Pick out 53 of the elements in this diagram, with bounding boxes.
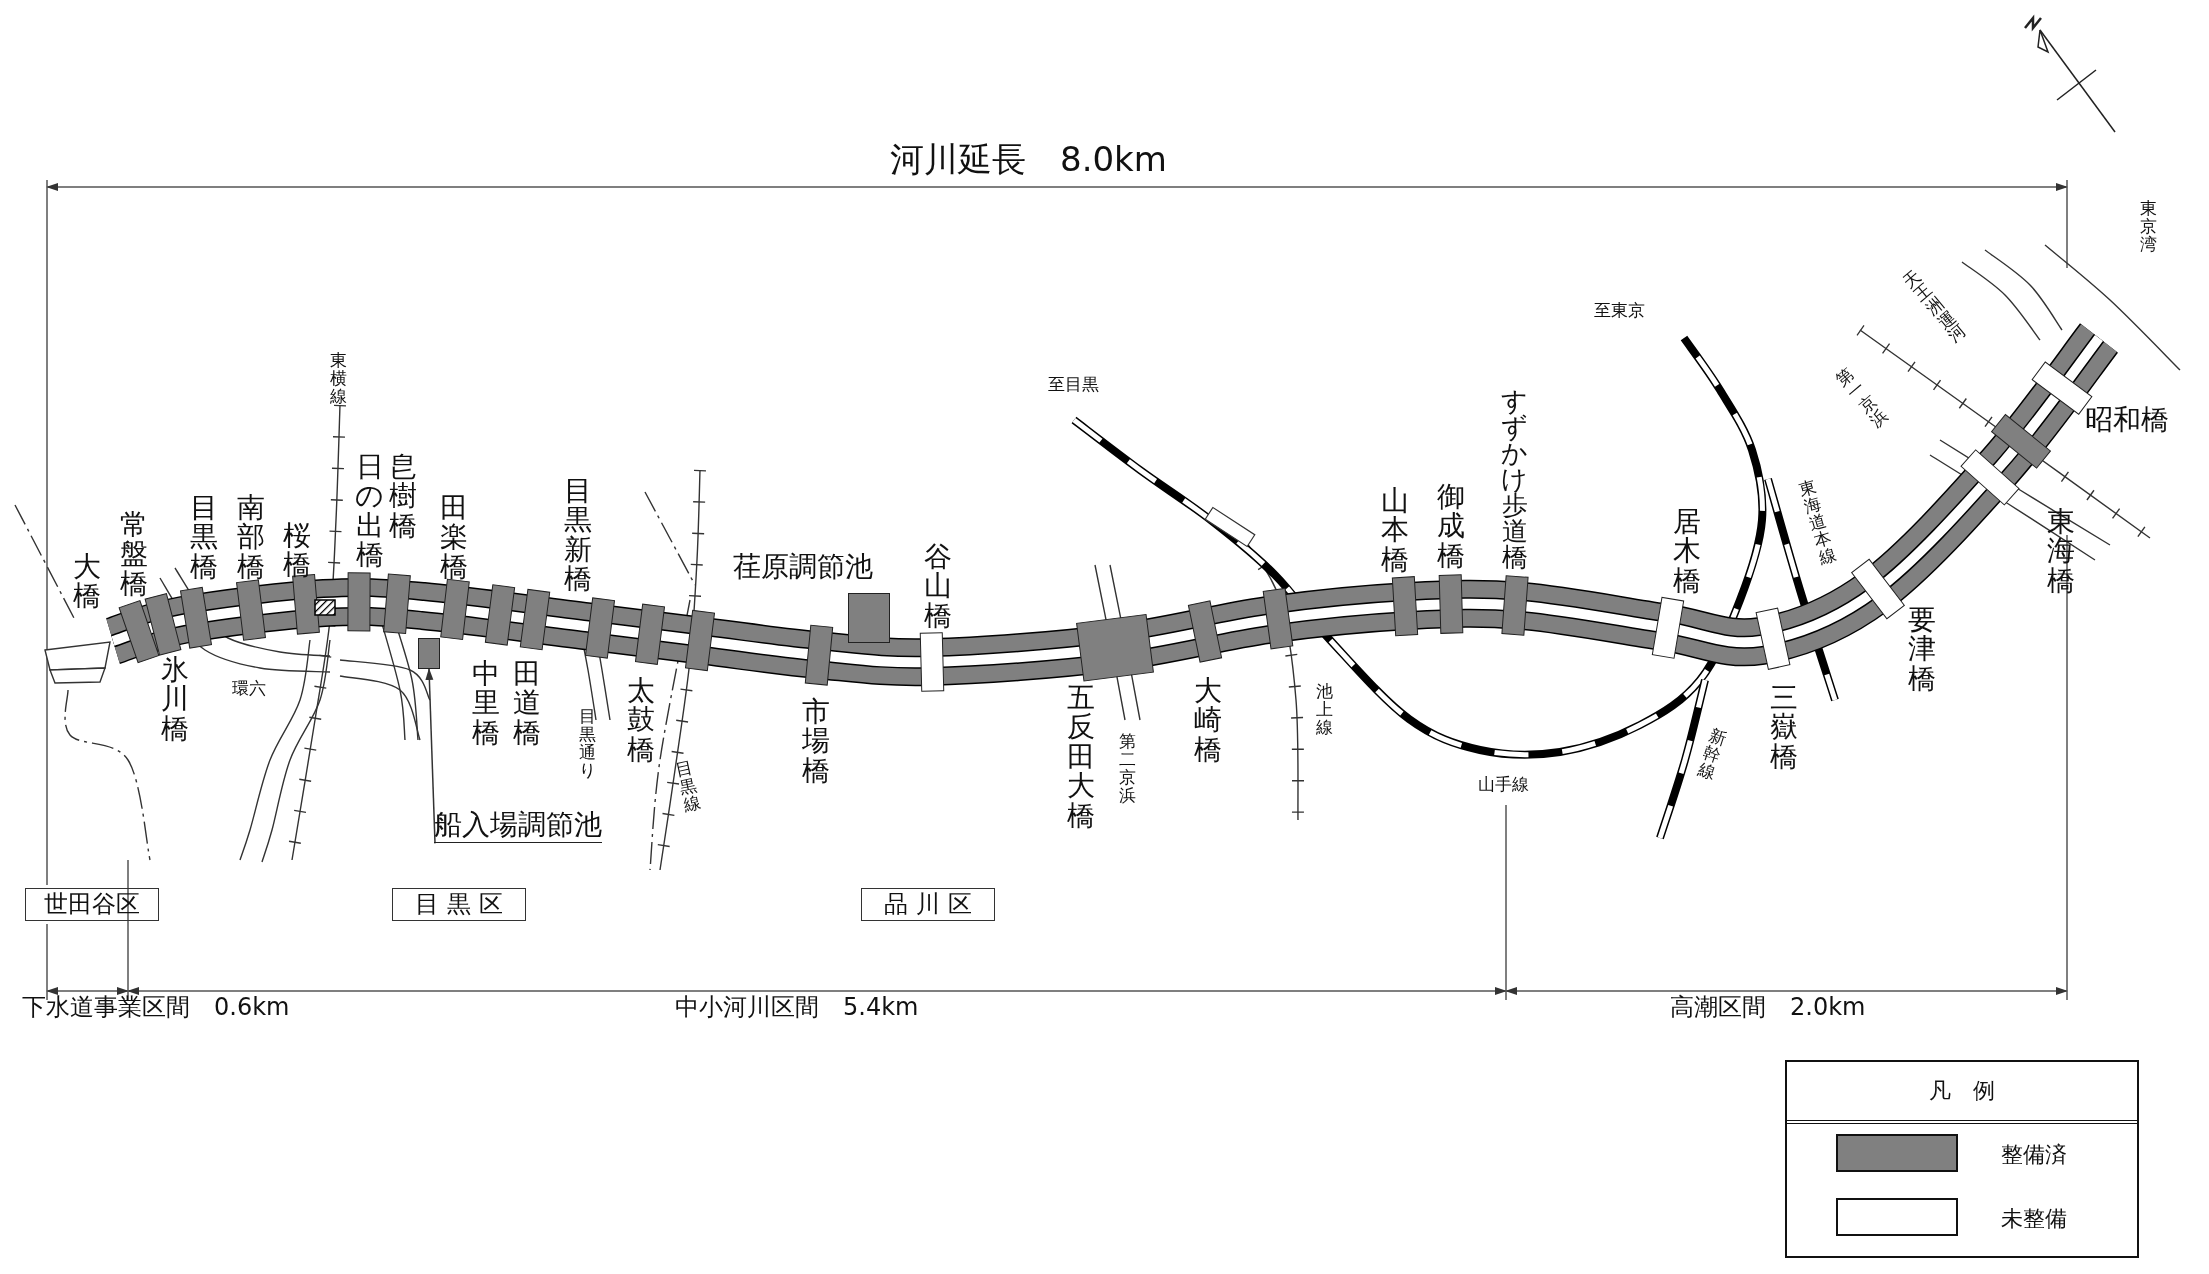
railway-name: 東横線	[329, 352, 347, 406]
road-name: 第一京浜	[1832, 364, 1892, 431]
dimension-label: 中小河川区間 5.4km	[675, 995, 919, 1021]
bridge-name: 田道橋	[512, 659, 542, 748]
pond-label: 荏原調節池	[733, 552, 873, 582]
bridge-name: 日の出橋	[355, 452, 385, 570]
bridge-name: 氷川橋	[160, 655, 190, 744]
district-box: 世田谷区	[25, 888, 159, 921]
road-name: 環六	[232, 680, 266, 698]
legend-label: 整備済	[2001, 1141, 2067, 1169]
bridge-name: 太鼓橋	[626, 676, 656, 765]
bridge-name: 御成橋	[1436, 482, 1466, 571]
bridge-name: 昭和橋	[2085, 405, 2169, 435]
road-name: 第二京浜	[1118, 733, 1136, 805]
dimension-label: 下水道事業区間 0.6km	[22, 995, 290, 1021]
bridge-name: 居木橋	[1672, 507, 1702, 596]
district-box: 目 黒 区	[392, 888, 526, 921]
railway-name: 東海道本線	[1797, 477, 1839, 568]
railway-name: 池上線	[1315, 683, 1333, 737]
bridge-name: 東海橋	[2046, 507, 2076, 596]
bridge-name: 常盤橋	[119, 510, 149, 599]
bridge-name: 谷山橋	[923, 542, 953, 631]
leader-line	[425, 668, 436, 845]
bridge-name: 目黒橋	[189, 493, 219, 582]
direction-label: 至東京	[1594, 302, 1645, 320]
bridge-name: 大崎橋	[1193, 676, 1223, 765]
bridge-name: 皀樹橋	[388, 452, 418, 541]
bridge-name: 三嶽橋	[1769, 683, 1799, 772]
bridge-name: 大橋	[72, 552, 102, 611]
railway-name: 目黒線	[673, 758, 703, 815]
bridge-name: 田楽橋	[439, 493, 469, 582]
direction-label: 至目黒	[1048, 376, 1099, 394]
pond-square	[418, 638, 440, 669]
bridge-name: 中里橋	[471, 659, 501, 748]
road-name: 目黒通り	[578, 708, 596, 780]
bridge-name: 市場橋	[801, 697, 831, 786]
bridge-name: 山本橋	[1380, 486, 1410, 575]
dimension-label: 河川延長 8.0km	[890, 142, 1167, 178]
pond-label: 船入場調節池	[434, 810, 602, 844]
bridge-name: 桜橋	[282, 521, 312, 580]
bridge-name: 要津橋	[1907, 605, 1937, 694]
railway-name: 新幹線	[1695, 726, 1729, 783]
bay-name: 東京湾	[2139, 200, 2157, 254]
canal-name: 天王洲運河	[1899, 266, 1971, 347]
legend-label: 未整備	[2001, 1205, 2067, 1233]
bridge-name: 五反田大橋	[1066, 683, 1096, 830]
bridge-name: すずかけ歩道橋	[1501, 388, 1529, 570]
railway-name: 山手線	[1478, 776, 1529, 794]
dimension-label: 高潮区間 2.0km	[1670, 995, 1866, 1021]
district-box: 品 川 区	[861, 888, 995, 921]
legend-title: 凡 例	[1928, 1077, 1996, 1105]
bridge-name: 目黒新橋	[563, 476, 593, 594]
bridge-name: 南部橋	[236, 493, 266, 582]
